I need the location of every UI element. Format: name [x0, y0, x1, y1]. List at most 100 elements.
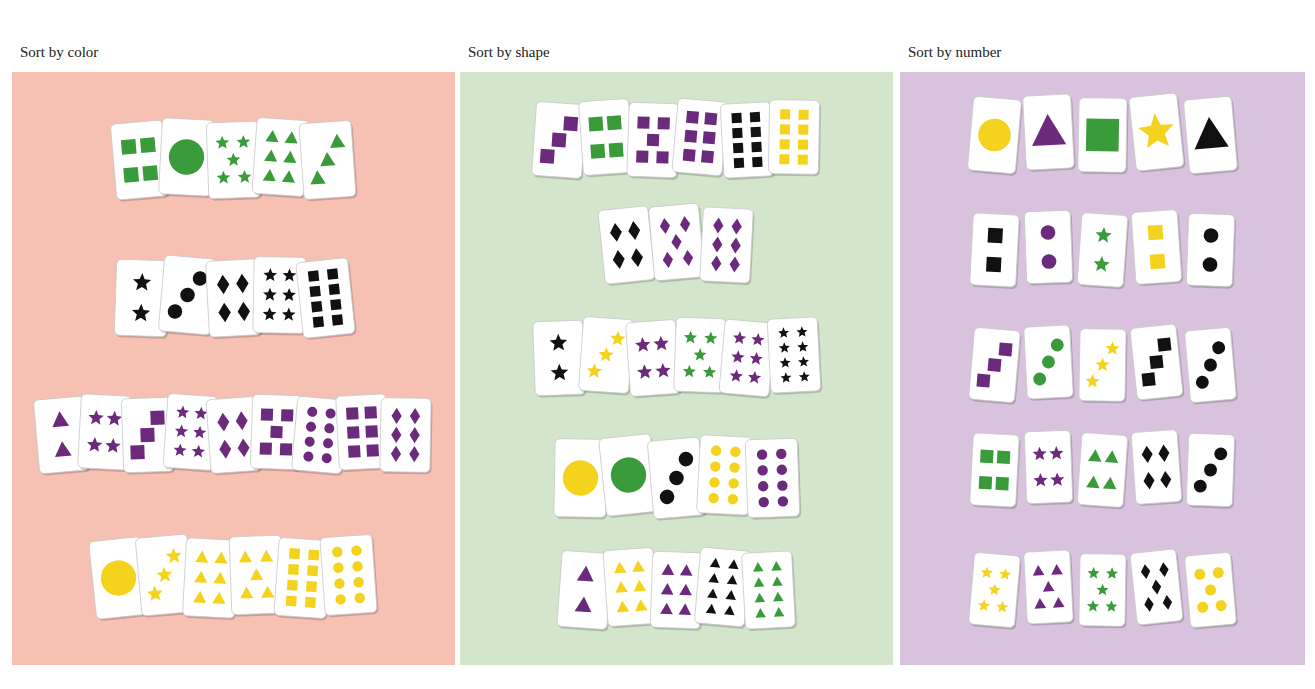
- card-symbol: [780, 109, 790, 119]
- card-symbol: [1203, 228, 1218, 243]
- card-symbol: [1095, 227, 1112, 243]
- card-symbol: [260, 442, 272, 454]
- card-symbol: [289, 548, 300, 559]
- card-symbol: [1042, 581, 1054, 592]
- card-symbol: [282, 170, 296, 183]
- card-symbol: [194, 570, 208, 583]
- card-symbol: [734, 158, 745, 169]
- playing-card: [648, 203, 706, 283]
- card-symbol: [798, 140, 808, 150]
- card-symbol: [282, 288, 296, 301]
- card-symbol: [1032, 565, 1044, 576]
- card-symbol: [99, 559, 138, 598]
- card-symbol: [684, 130, 697, 143]
- card-symbol: [660, 602, 673, 614]
- playing-card: [1131, 209, 1184, 286]
- card-symbol: [1051, 564, 1063, 575]
- playing-card: [598, 205, 657, 286]
- card-symbol: [1144, 596, 1155, 612]
- card-face: [1024, 325, 1074, 399]
- playing-card: [967, 96, 1023, 176]
- card-symbol: [779, 154, 789, 164]
- card-symbol: [540, 149, 555, 164]
- card-symbol: [283, 268, 297, 281]
- card-symbol: [308, 549, 319, 560]
- card-symbol: [351, 545, 362, 556]
- card-symbol: [980, 450, 994, 464]
- card-symbol: [616, 600, 629, 612]
- card-face: [296, 257, 356, 338]
- card-symbol: [323, 438, 334, 449]
- playing-card: [1078, 98, 1129, 175]
- card-symbol: [1142, 372, 1156, 386]
- card-symbol: [132, 304, 151, 322]
- card-symbol: [1103, 476, 1117, 489]
- card-symbol: [550, 363, 568, 380]
- card-symbol: [219, 439, 232, 459]
- card-symbol: [321, 453, 332, 464]
- card-symbol: [261, 408, 273, 420]
- playing-card: [767, 317, 822, 396]
- card-symbol: [708, 573, 719, 583]
- panel-heading: Sort by color: [20, 44, 98, 61]
- card-symbol: [283, 150, 297, 163]
- card-symbol: [1093, 255, 1110, 271]
- playing-card: [1130, 549, 1185, 628]
- card-face: [598, 206, 655, 285]
- playing-card: [970, 433, 1021, 509]
- card-symbol: [588, 117, 603, 132]
- card-symbol: [1105, 341, 1119, 355]
- card-symbol: [1159, 562, 1170, 578]
- card-symbol: [193, 425, 207, 438]
- card-symbol: [749, 351, 763, 365]
- card-symbol: [263, 169, 277, 182]
- card-symbol: [707, 588, 718, 598]
- card-symbol: [106, 410, 122, 425]
- card-symbol: [1212, 341, 1226, 355]
- card-symbol: [730, 237, 741, 254]
- card-symbol: [1085, 374, 1099, 388]
- card-face: [745, 438, 800, 518]
- card-symbol: [679, 603, 692, 615]
- card-symbol: [727, 494, 738, 505]
- card-symbol: [729, 256, 740, 273]
- card-symbol: [167, 304, 183, 320]
- card-symbol: [313, 316, 324, 327]
- card-symbol: [264, 149, 278, 162]
- card-symbol: [1151, 579, 1162, 595]
- card-symbol: [999, 342, 1013, 356]
- card-symbol: [391, 408, 401, 424]
- card-symbol: [1160, 471, 1172, 489]
- card-symbol: [88, 409, 104, 424]
- card-face: [968, 327, 1020, 403]
- card-symbol: [1157, 338, 1171, 352]
- card-symbol: [324, 423, 335, 434]
- card-symbol: [713, 217, 724, 234]
- card-symbol: [711, 445, 722, 456]
- card-symbol: [306, 581, 317, 592]
- card-symbol: [999, 568, 1012, 580]
- playing-card: [1024, 430, 1074, 506]
- card-symbol: [778, 327, 789, 338]
- card-face: [1077, 432, 1128, 507]
- card-face: [1131, 429, 1182, 504]
- card-face: [1186, 213, 1234, 287]
- card-face: [720, 102, 774, 179]
- card-face: [767, 317, 821, 394]
- card-symbol: [772, 576, 783, 586]
- card-symbol: [335, 594, 346, 605]
- card-symbol: [637, 116, 649, 128]
- card-symbol: [309, 286, 320, 297]
- card-symbol: [1033, 473, 1048, 487]
- card-face: [578, 316, 633, 393]
- card-face: [696, 435, 752, 516]
- card-symbol: [352, 561, 363, 572]
- card-symbol: [701, 150, 714, 163]
- card-symbol: [709, 477, 720, 488]
- card-face: [1077, 212, 1128, 287]
- card-symbol: [780, 372, 791, 383]
- card-symbol: [653, 335, 669, 351]
- card-symbol: [996, 600, 1009, 612]
- card-symbol: [777, 480, 788, 491]
- card-face: [531, 101, 586, 178]
